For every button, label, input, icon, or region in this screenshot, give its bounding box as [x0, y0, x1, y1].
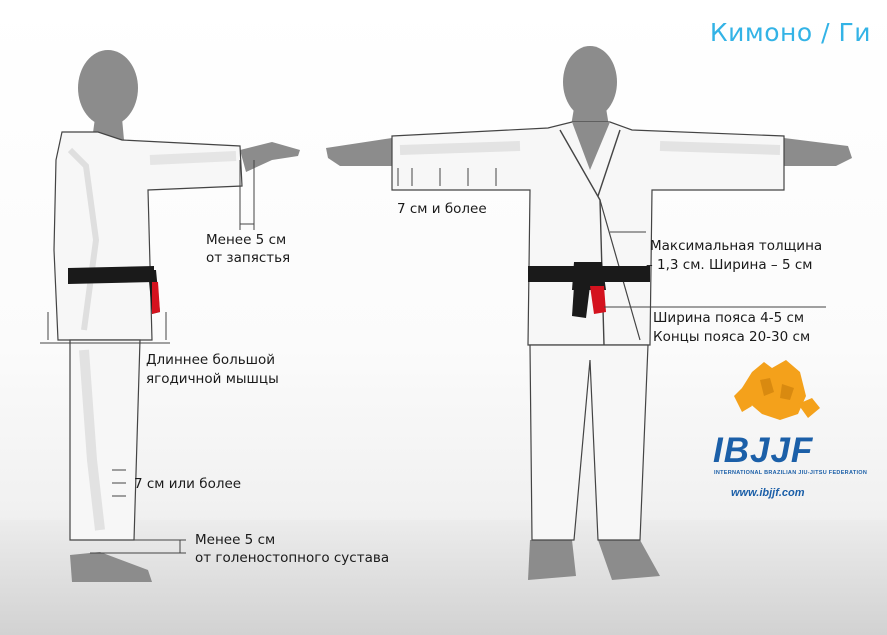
- page-title: Кимоно / Ги: [709, 18, 871, 47]
- front-pants: [529, 344, 649, 541]
- lapel-label-line1: Максимальная толщина: [650, 238, 823, 254]
- sleeve-wrist-label-line1: Менее 5 см: [206, 232, 287, 248]
- jacket-length-label-line2: ягодичной мышцы: [146, 371, 279, 387]
- side-foot: [70, 552, 152, 582]
- front-head: [563, 46, 617, 118]
- side-head: [78, 50, 138, 126]
- ibjjf-logo-mark: [734, 360, 820, 420]
- side-belt: [68, 266, 154, 284]
- sleeve-width-label: 7 см и более: [397, 201, 487, 217]
- side-jacket: [53, 131, 243, 341]
- pants-ankle-label-line2: от голеностопного сустава: [195, 550, 390, 566]
- belt-label-line2: Концы пояса 20-30 см: [653, 329, 811, 345]
- lapel-label-line2: – 1,3 см. Ширина – 5 см: [646, 257, 813, 273]
- ibjjf-logo-text: IBJJF: [713, 431, 814, 470]
- ibjjf-logo-subtitle: INTERNATIONAL BRAZILIAN JIU-JITSU FEDERA…: [714, 470, 868, 476]
- pants-width-label: 7 см или более: [134, 476, 242, 492]
- front-belt-tip: [590, 286, 606, 314]
- ibjjf-url: www.ibjjf.com: [731, 487, 805, 499]
- front-right-hand: [784, 138, 852, 166]
- side-belt-tip: [152, 282, 160, 314]
- side-hand: [240, 142, 300, 172]
- belt-label-line1: Ширина пояса 4-5 см: [653, 310, 805, 326]
- pants-ankle-label-line1: Менее 5 см: [195, 532, 276, 548]
- front-left-hand: [326, 138, 392, 166]
- jacket-length-label-line1: Длиннее большой: [146, 352, 276, 368]
- front-figure: [326, 46, 852, 580]
- side-figure: [40, 50, 300, 582]
- sleeve-wrist-label-line2: от запястья: [206, 250, 291, 266]
